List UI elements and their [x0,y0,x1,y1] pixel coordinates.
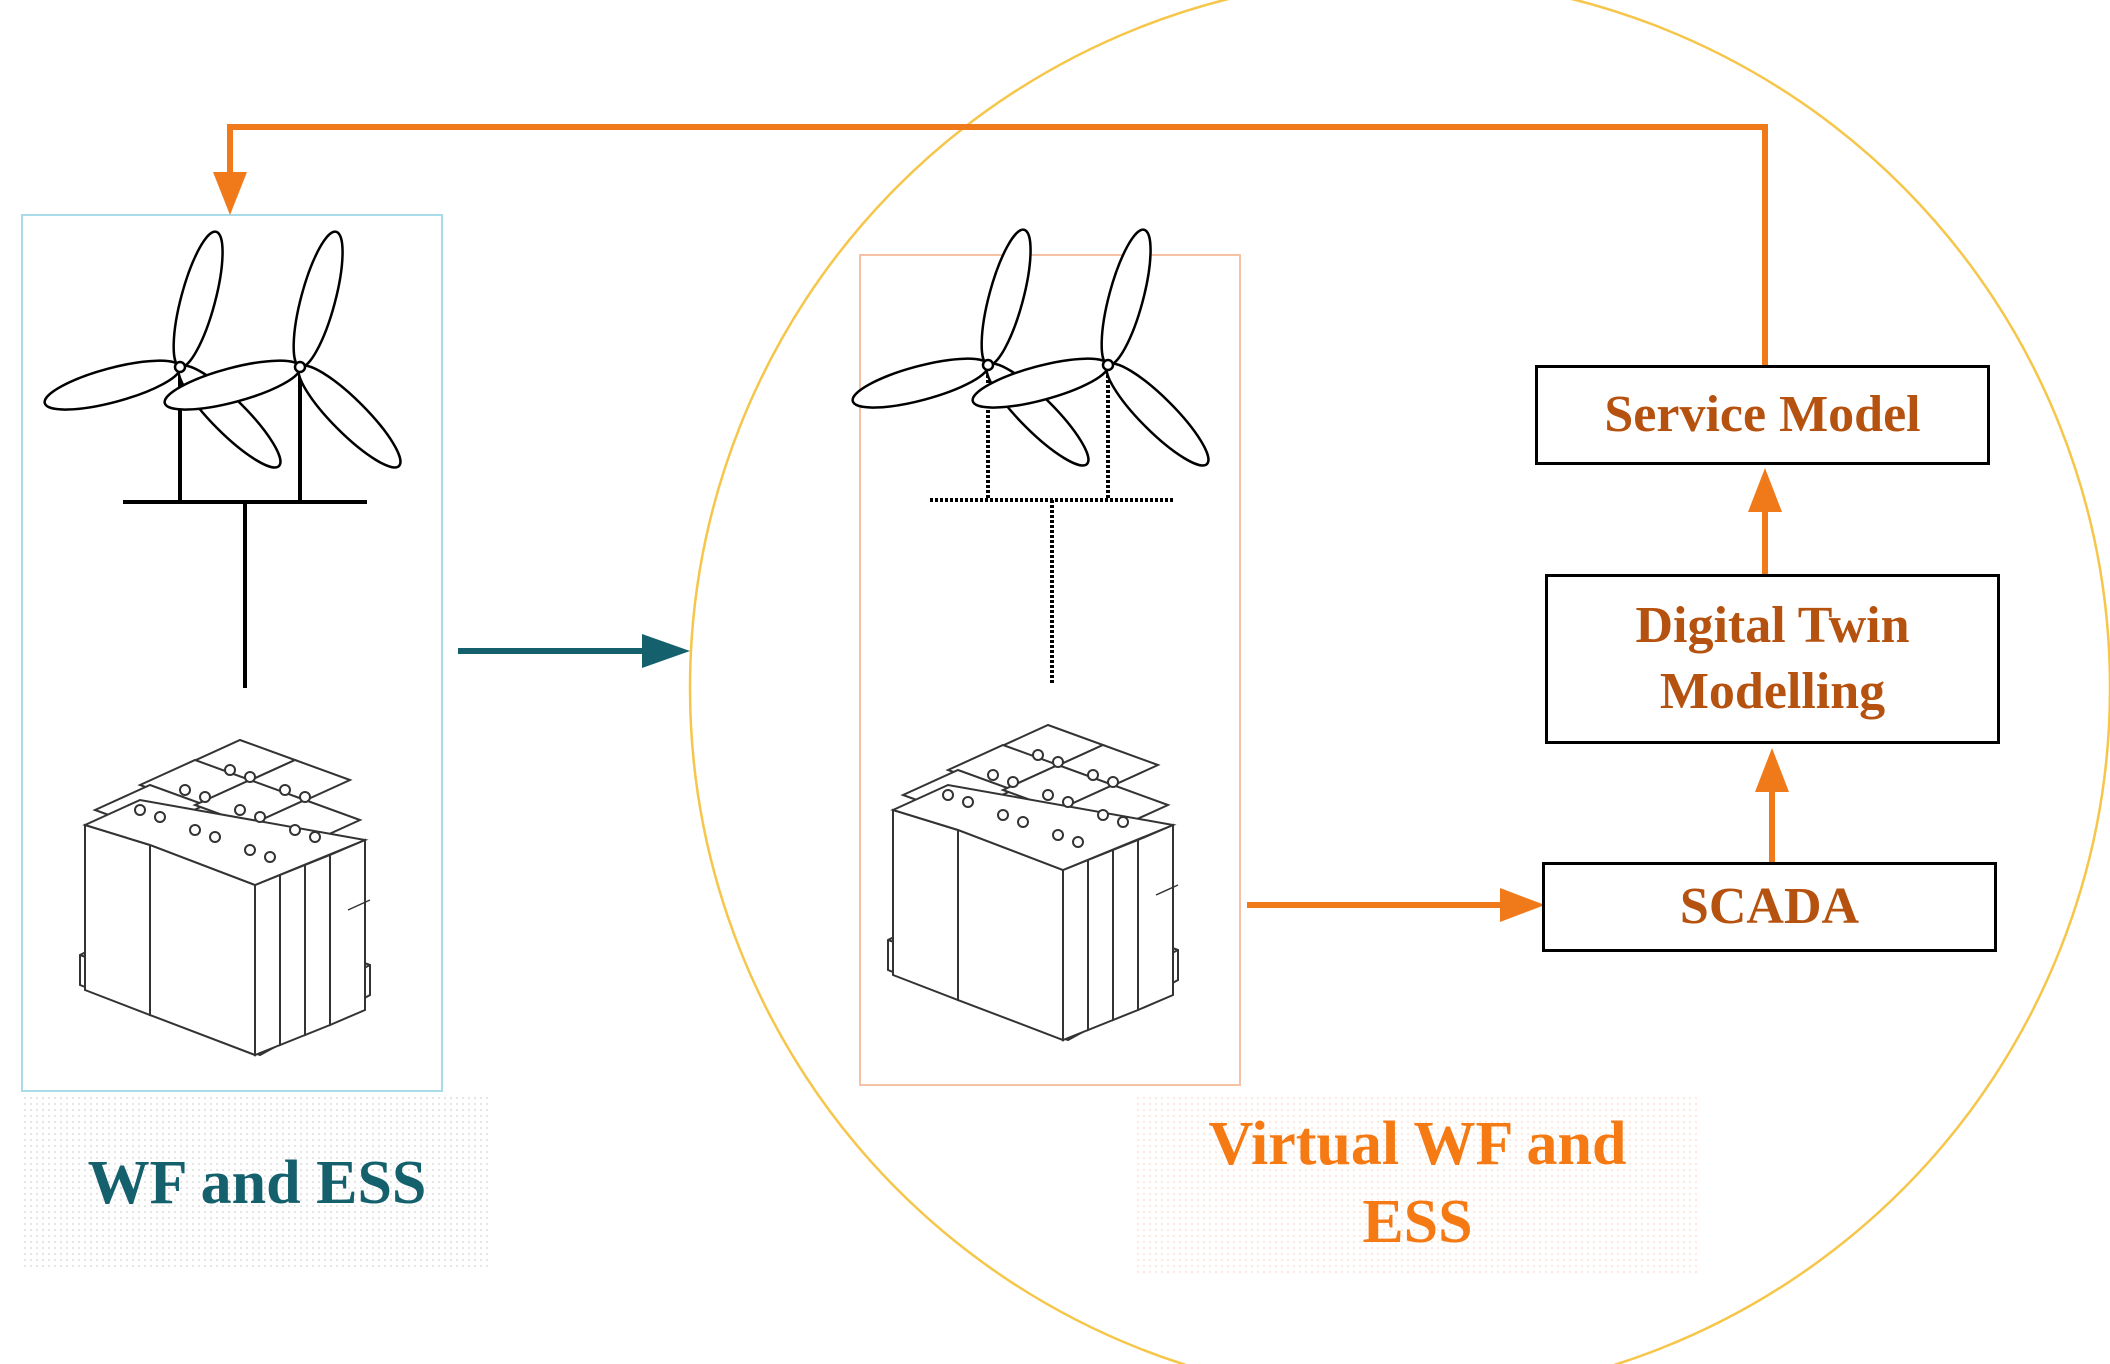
digital-twin-label-line1: Digital Twin [1635,597,1910,654]
digital-twin-box: Digital Twin Modelling [1545,574,2000,744]
service-model-label: Service Model [1604,386,1921,443]
physical-label-text: WF and ESS [87,1149,427,1217]
scada-box: SCADA [1542,862,1997,952]
service-model-box: Service Model [1535,365,1990,465]
digital-twin-label-line2: Modelling [1659,663,1886,720]
physical-label: WF and ESS [22,1145,492,1221]
virtual-to-scada-arrow [1247,888,1545,922]
physical-label-background [22,1095,492,1270]
scada-to-digital-twin-arrow [1755,748,1789,862]
scada-label: SCADA [1679,878,1860,935]
virtual-label-line1: Virtual WF and [1208,1110,1627,1178]
feedback-loop-arrow [213,124,1768,365]
virtual-label: Virtual WF and ESS [1135,1105,1700,1261]
physical-to-virtual-arrow [458,634,690,668]
digital-twin-to-service-model-arrow [1748,468,1782,574]
virtual-space-circle [688,0,2110,1364]
virtual-label-line2: ESS [1362,1188,1473,1256]
virtual-label-background [1135,1095,1700,1275]
